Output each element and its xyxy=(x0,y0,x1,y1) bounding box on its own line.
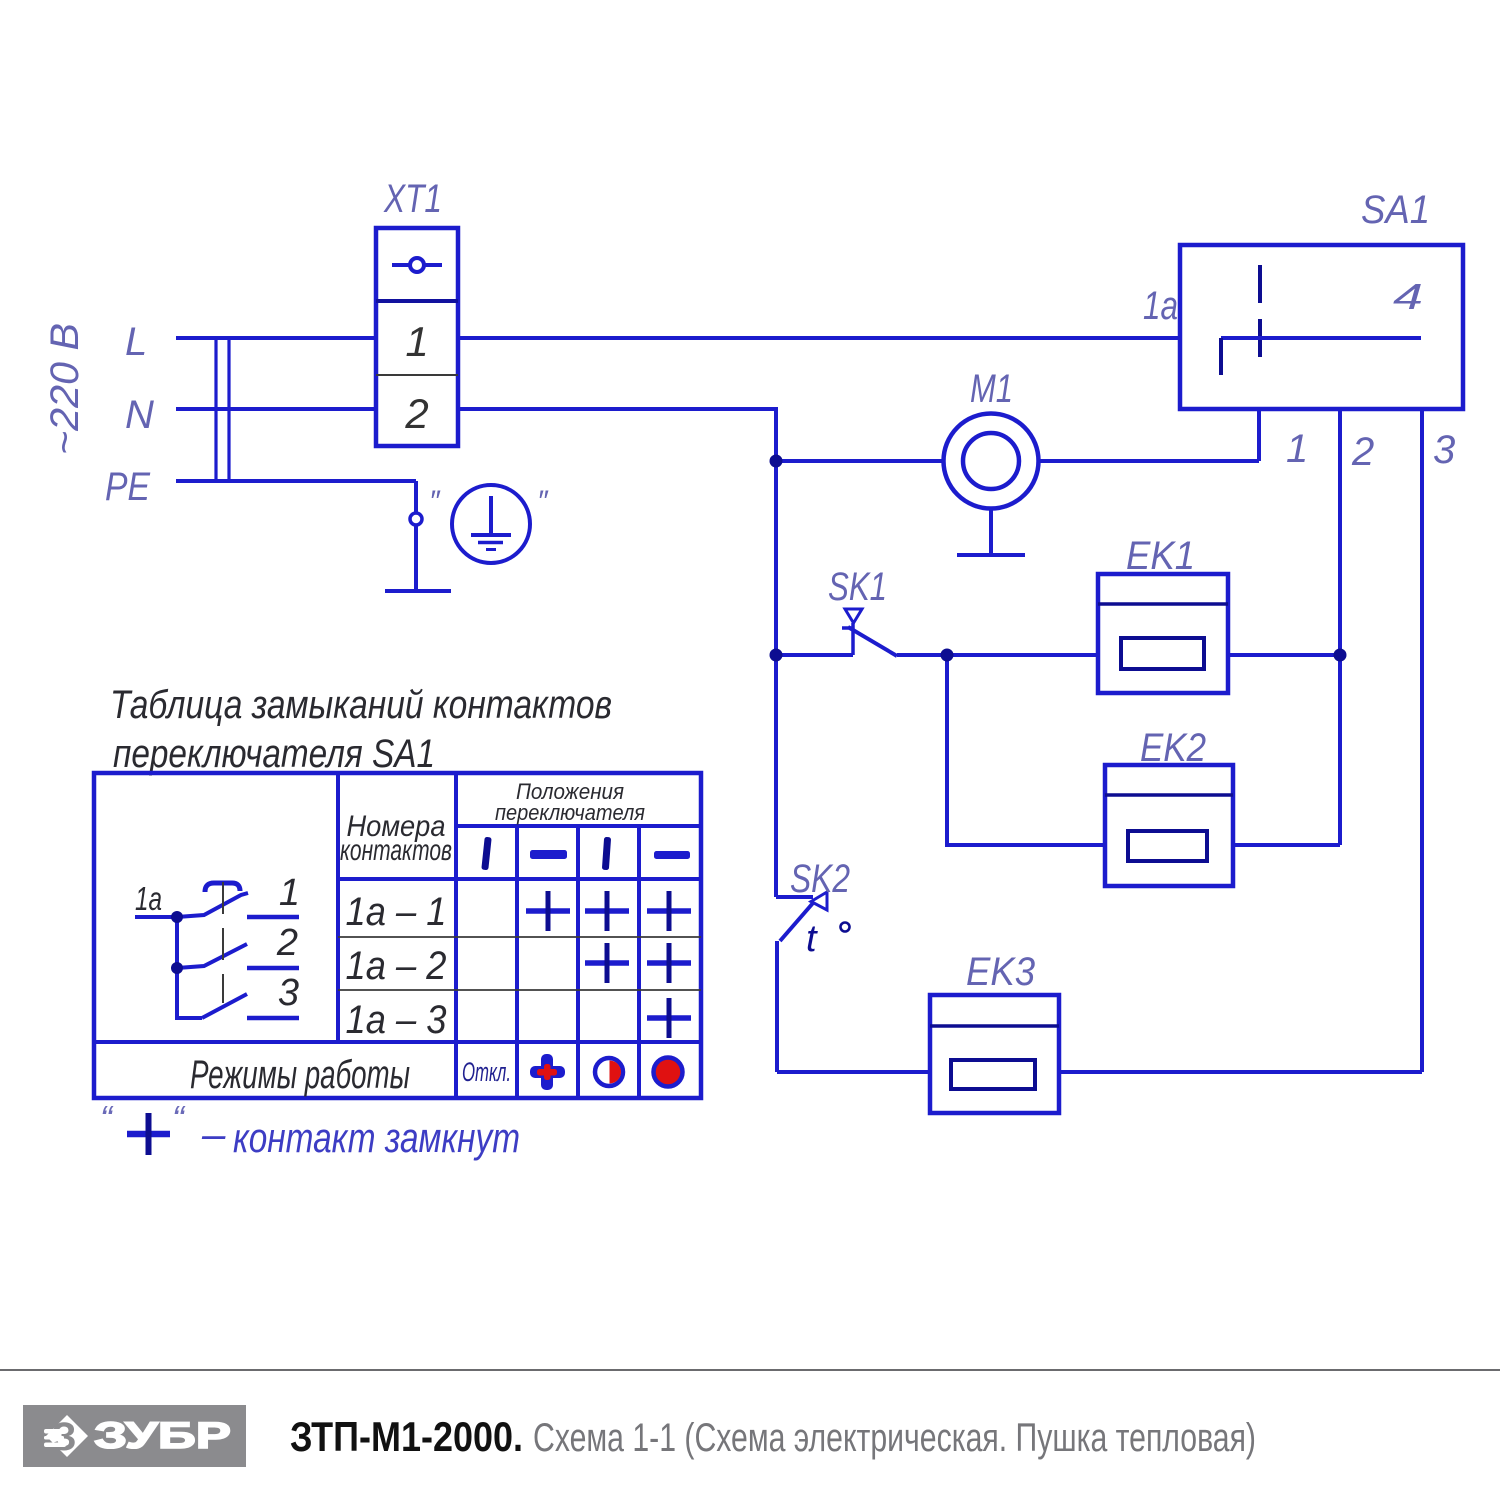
svg-text:–: – xyxy=(201,1110,226,1157)
svg-text:SK1: SK1 xyxy=(828,565,887,609)
svg-text:SA1: SA1 xyxy=(1361,188,1430,232)
svg-text:″: ″ xyxy=(537,485,549,518)
svg-text:t: t xyxy=(806,918,818,960)
svg-text:SK2: SK2 xyxy=(790,857,850,901)
svg-text:1: 1 xyxy=(405,318,428,365)
svg-text:XT1: XT1 xyxy=(383,177,442,221)
svg-text:EK2: EK2 xyxy=(1140,726,1206,770)
svg-text:ЗТП-М1-2000.: ЗТП-М1-2000. xyxy=(290,1413,523,1460)
svg-text:“: “ xyxy=(172,1098,186,1139)
svg-text:Номера: Номера xyxy=(347,810,446,843)
svg-text:“: “ xyxy=(100,1098,114,1139)
svg-text:2: 2 xyxy=(276,922,298,964)
svg-text:1: 1 xyxy=(1286,427,1308,471)
svg-text:M1: M1 xyxy=(970,367,1013,411)
svg-text:Режимы работы: Режимы работы xyxy=(190,1053,410,1097)
svg-text:контактов: контактов xyxy=(340,834,452,867)
svg-text:1а – 3: 1а – 3 xyxy=(346,998,447,1042)
svg-text:1: 1 xyxy=(279,872,300,914)
svg-text:Схема 1-1 (Схема электрическая: Схема 1-1 (Схема электрическая. Пушка те… xyxy=(533,1416,1256,1460)
svg-text:~220 В: ~220 В xyxy=(43,323,87,455)
svg-text:3: 3 xyxy=(1433,428,1455,472)
svg-text:1а – 2: 1а – 2 xyxy=(346,944,447,988)
svg-text:контакт замкнут: контакт замкнут xyxy=(233,1114,520,1161)
svg-text:4: 4 xyxy=(1393,276,1423,317)
svg-text:Откл.: Откл. xyxy=(462,1057,511,1087)
svg-text:PE: PE xyxy=(105,465,151,509)
svg-text:″: ″ xyxy=(429,485,441,518)
svg-text:ЗУБР: ЗУБР xyxy=(94,1415,231,1456)
svg-text:1а: 1а xyxy=(1143,284,1178,328)
svg-text:2: 2 xyxy=(1351,430,1374,474)
svg-text:Таблица замыканий контактов: Таблица замыканий контактов xyxy=(110,683,612,727)
svg-text:L: L xyxy=(125,320,147,364)
svg-text:3: 3 xyxy=(278,972,299,1014)
svg-text:переключателя: переключателя xyxy=(495,800,645,825)
svg-text:переключателя SA1: переключателя SA1 xyxy=(113,732,435,776)
svg-text:2: 2 xyxy=(404,390,428,437)
svg-text:N: N xyxy=(125,393,154,437)
svg-text:1а – 1: 1а – 1 xyxy=(346,890,447,934)
svg-text:Положения: Положения xyxy=(516,779,624,804)
svg-text:EK1: EK1 xyxy=(1126,534,1195,578)
svg-text:EK3: EK3 xyxy=(966,950,1035,994)
svg-text:1а: 1а xyxy=(135,880,162,917)
